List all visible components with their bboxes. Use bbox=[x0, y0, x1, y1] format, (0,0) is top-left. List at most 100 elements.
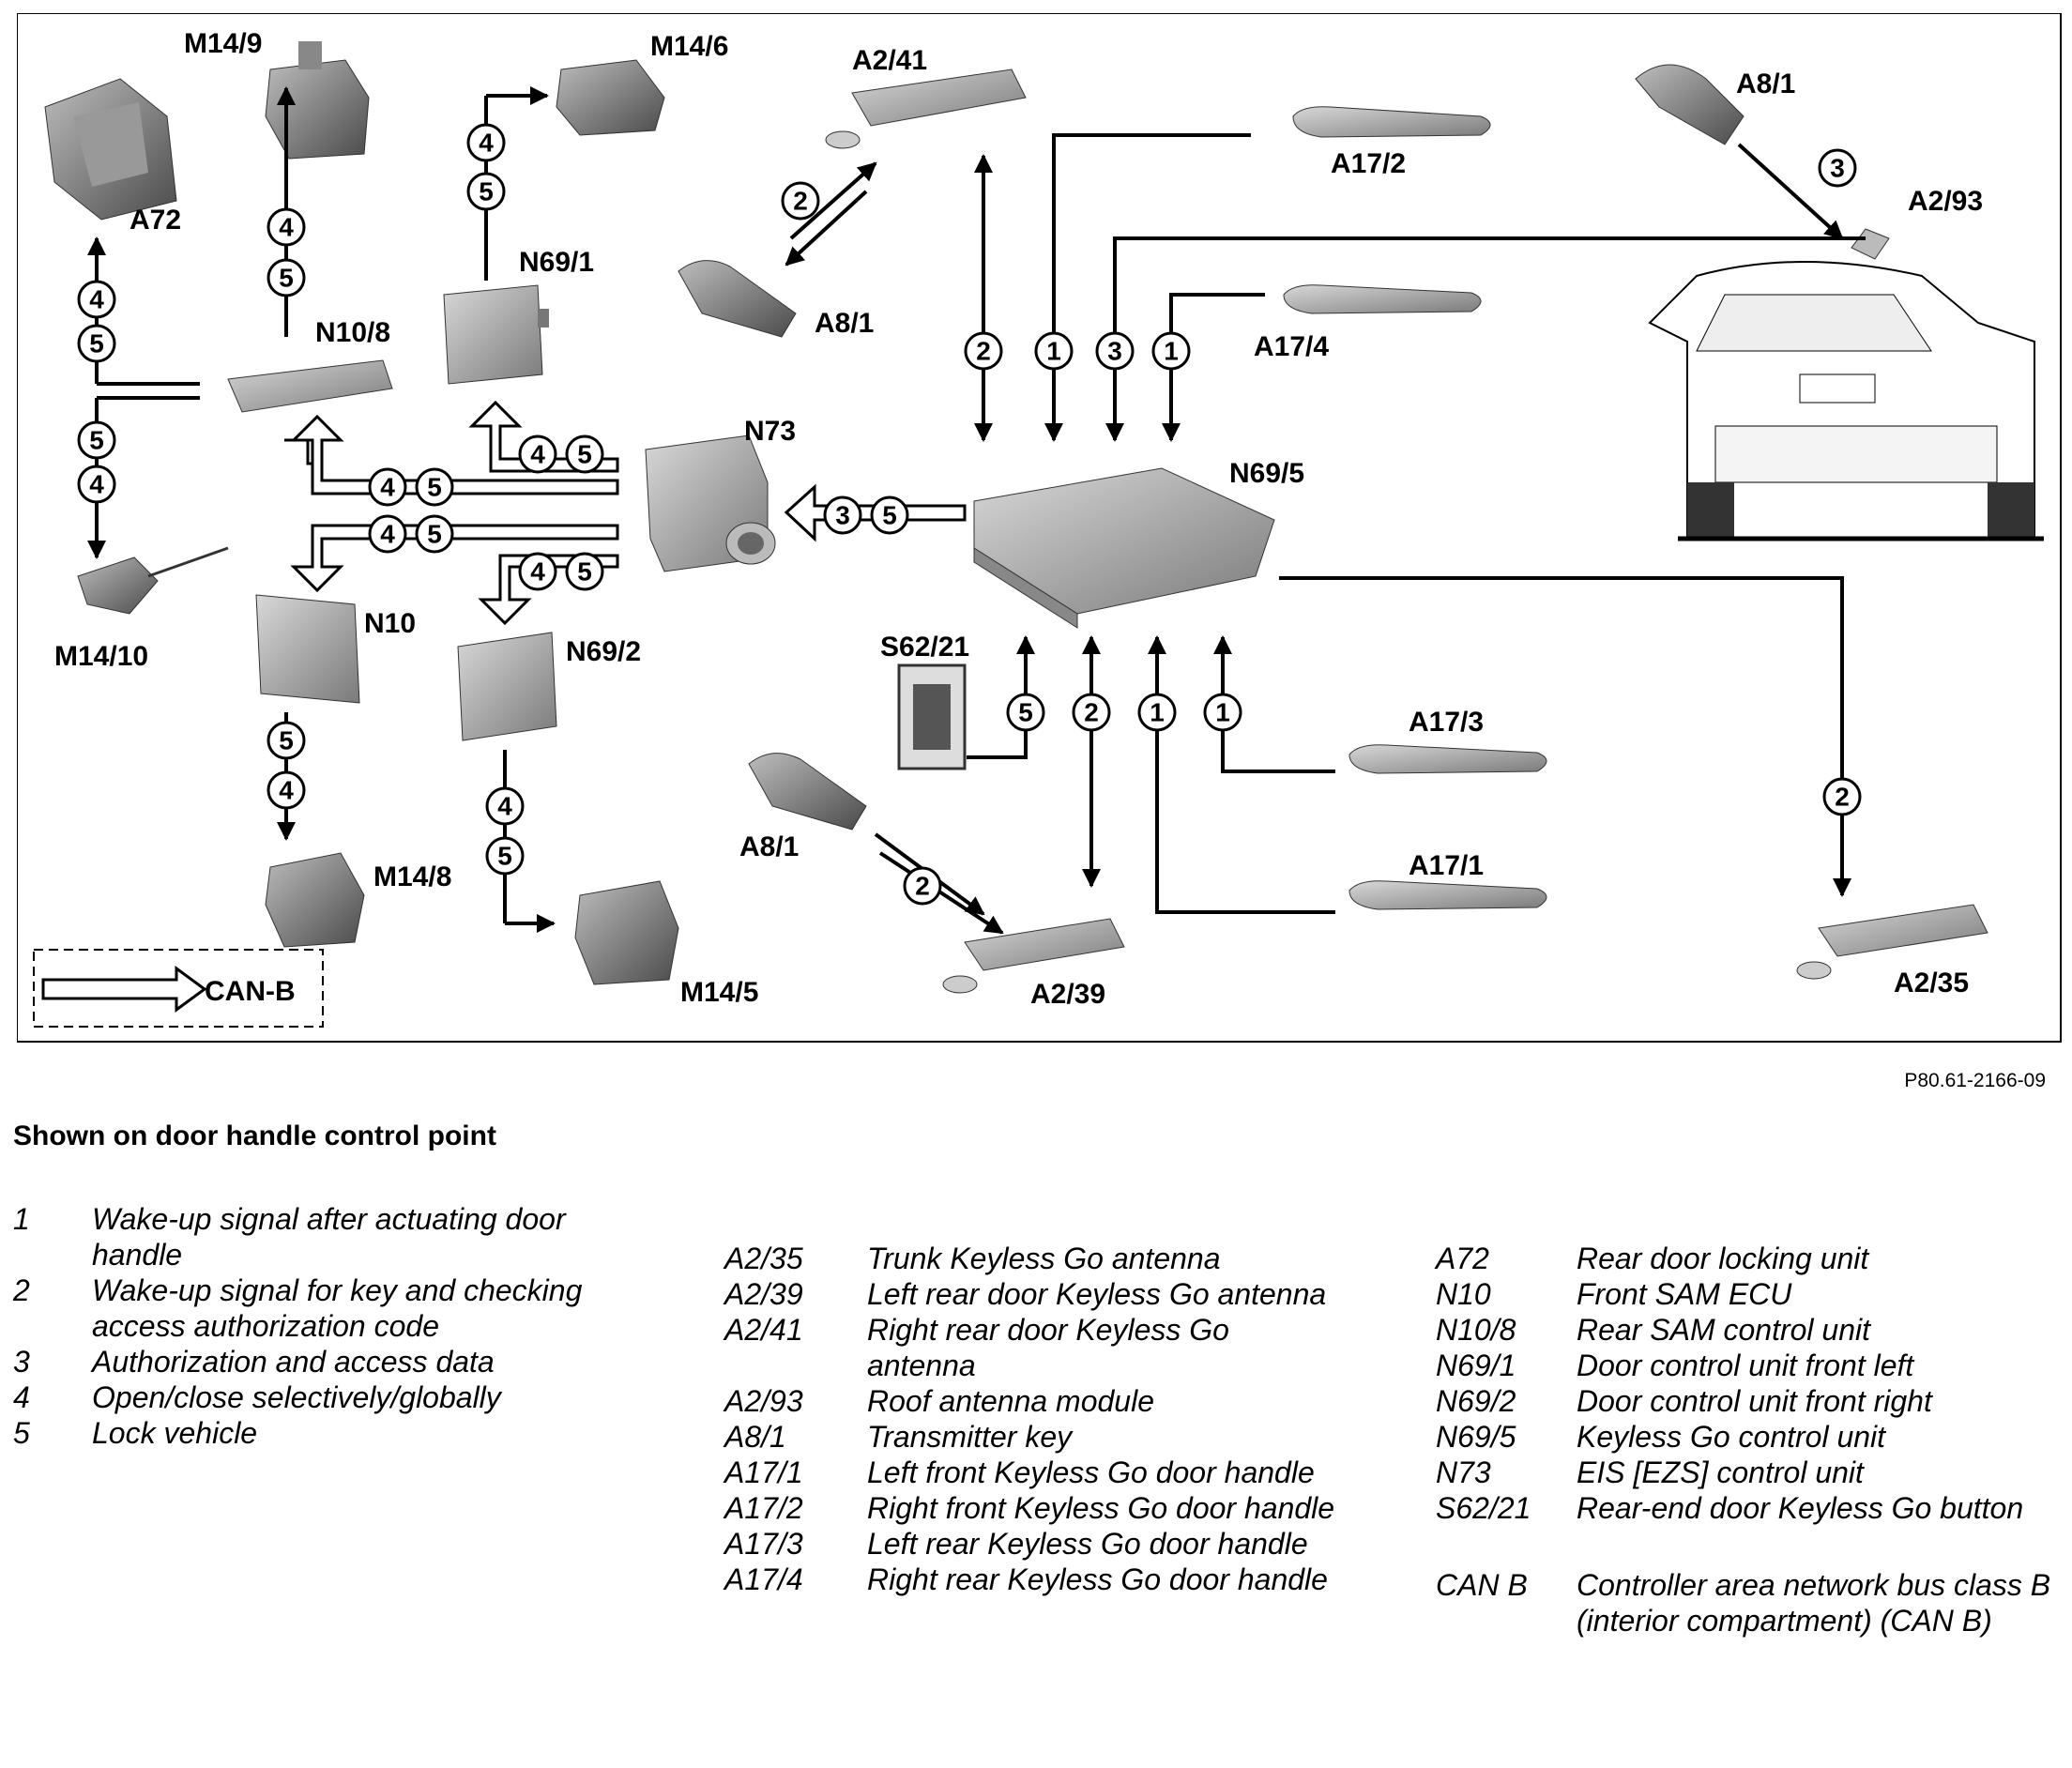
label-n73: N73 bbox=[744, 416, 796, 447]
legend-description: Keyless Go control unit bbox=[1577, 1420, 1886, 1454]
diagram-subtitle: Shown on door handle control point bbox=[13, 1120, 496, 1151]
legend-description: Roof antenna module bbox=[867, 1384, 1154, 1418]
legend-code: A8/1 bbox=[724, 1420, 786, 1454]
label-a72: A72 bbox=[130, 205, 181, 236]
legend-code: N69/5 bbox=[1436, 1420, 1516, 1454]
svg-text:5: 5 bbox=[279, 264, 294, 293]
key-a8-1-low-image bbox=[748, 753, 867, 831]
legend-description: Transmitter key bbox=[867, 1420, 1073, 1454]
legend-description: Left rear Keyless Go door handle bbox=[867, 1527, 1308, 1561]
control-unit-n10-image bbox=[255, 594, 360, 704]
door-handle-a17-4-image bbox=[1283, 284, 1482, 314]
antenna-a2-35-image bbox=[1796, 904, 1988, 980]
key-a8-1-mid-image bbox=[678, 260, 797, 338]
control-unit-n69-1-image bbox=[443, 284, 549, 385]
label-m14-8: M14/8 bbox=[373, 861, 451, 892]
svg-text:4: 4 bbox=[479, 129, 494, 158]
actuator-m14-9-image bbox=[265, 41, 370, 160]
signal-markers bbox=[77, 123, 1862, 906]
signal-legend-item: 5 Lock vehicle bbox=[13, 1415, 651, 1451]
antenna-a2-39-image bbox=[942, 918, 1125, 994]
label-n69-5: N69/5 bbox=[1229, 458, 1304, 489]
legend-code: A2/93 bbox=[724, 1384, 803, 1418]
legend-description: Door control unit front right bbox=[1577, 1384, 1932, 1418]
door-handle-a17-2-image bbox=[1292, 106, 1491, 138]
legend-description: EIS [EZS] control unit bbox=[1577, 1456, 1864, 1489]
label-a8-1-top: A8/1 bbox=[1736, 69, 1795, 99]
legend-description: Left front Keyless Go door handle bbox=[867, 1456, 1315, 1489]
legend-description: Front SAM ECU bbox=[1577, 1277, 1792, 1311]
label-n69-2: N69/2 bbox=[566, 636, 641, 667]
label-m14-6: M14/6 bbox=[650, 31, 728, 62]
label-n69-1: N69/1 bbox=[519, 247, 594, 278]
legend-code: A17/1 bbox=[724, 1456, 803, 1489]
label-a8-1-low: A8/1 bbox=[739, 831, 799, 862]
component-legend-item: N10/8 Rear SAM control unit bbox=[1436, 1312, 2055, 1348]
svg-text:5: 5 bbox=[279, 726, 294, 755]
actuator-m14-10-image bbox=[77, 546, 229, 615]
component-legend-item: A8/1 Transmitter key bbox=[724, 1419, 1344, 1455]
svg-text:4: 4 bbox=[89, 285, 104, 314]
label-a2-93: A2/93 bbox=[1908, 186, 1983, 217]
legend-code: A72 bbox=[1436, 1242, 1489, 1275]
legend-description: Lock vehicle bbox=[92, 1416, 258, 1450]
legend-code: N10 bbox=[1436, 1277, 1491, 1311]
legend-code: 4 bbox=[13, 1380, 30, 1414]
svg-text:1: 1 bbox=[1215, 698, 1230, 727]
svg-text:2: 2 bbox=[1084, 698, 1099, 727]
legend-code: A17/3 bbox=[724, 1527, 803, 1561]
legend-code: A2/35 bbox=[724, 1242, 803, 1275]
legend-code: 2 bbox=[13, 1273, 30, 1307]
legend-description: Rear SAM control unit bbox=[1577, 1313, 1871, 1347]
svg-text:3: 3 bbox=[1107, 337, 1122, 366]
svg-text:5: 5 bbox=[427, 473, 442, 502]
label-m14-10: M14/10 bbox=[54, 641, 148, 672]
component-legend-item: A17/3 Left rear Keyless Go door handle bbox=[724, 1526, 1344, 1562]
label-a8-1-mid: A8/1 bbox=[815, 308, 874, 339]
label-m14-9: M14/9 bbox=[184, 28, 262, 59]
label-a17-1: A17/1 bbox=[1409, 850, 1484, 881]
component-legend-item: A2/93 Roof antenna module bbox=[724, 1383, 1344, 1419]
component-legend-item: A17/1 Left front Keyless Go door handle bbox=[724, 1455, 1344, 1490]
antenna-a2-41-image bbox=[825, 69, 1027, 149]
svg-text:4: 4 bbox=[279, 776, 294, 805]
svg-text:5: 5 bbox=[577, 557, 592, 587]
label-a2-39: A2/39 bbox=[1030, 979, 1105, 1010]
legend-description: Left rear door Keyless Go antenna bbox=[867, 1277, 1327, 1311]
ignition-switch-n73-image bbox=[645, 434, 776, 572]
legend-code: A17/4 bbox=[724, 1562, 803, 1596]
svg-text:1: 1 bbox=[1046, 337, 1061, 366]
legend-code: S62/21 bbox=[1436, 1491, 1531, 1525]
actuator-m14-5-image bbox=[574, 880, 679, 985]
legend-code: CAN B bbox=[1436, 1568, 1528, 1602]
legend-code: N10/8 bbox=[1436, 1313, 1516, 1347]
component-legend-item: N69/5 Keyless Go control unit bbox=[1436, 1419, 2055, 1455]
legend-code: N73 bbox=[1436, 1456, 1491, 1489]
control-unit-n69-5-image bbox=[973, 467, 1275, 629]
legend-code: A2/41 bbox=[724, 1313, 803, 1347]
svg-text:5: 5 bbox=[89, 329, 104, 358]
can-b-arrows bbox=[284, 400, 967, 626]
svg-text:5: 5 bbox=[882, 501, 897, 530]
figure-reference: P80.61-2166-09 bbox=[1904, 1070, 2046, 1091]
control-unit-n10-8-image bbox=[227, 359, 393, 413]
svg-text:4: 4 bbox=[497, 792, 512, 821]
legend-code: 5 bbox=[13, 1416, 30, 1450]
svg-text:4: 4 bbox=[530, 557, 545, 587]
legend-code: 1 bbox=[13, 1202, 30, 1236]
svg-text:5: 5 bbox=[577, 440, 592, 469]
label-a17-2: A17/2 bbox=[1331, 148, 1406, 179]
legend-spacer bbox=[1436, 1526, 2055, 1567]
